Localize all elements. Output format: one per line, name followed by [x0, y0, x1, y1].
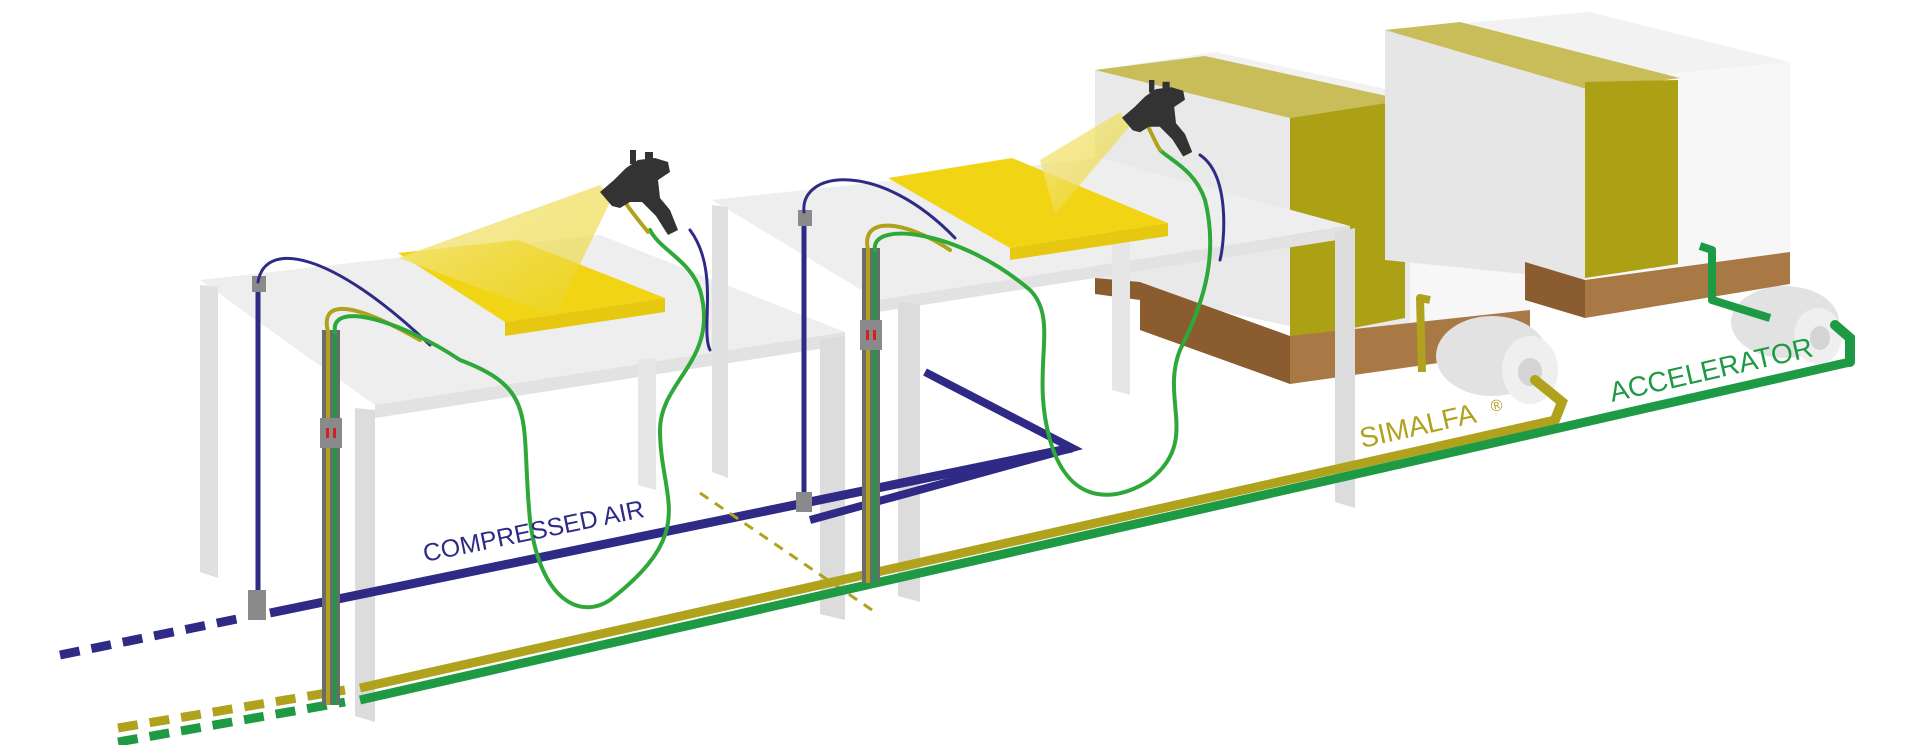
- board-2-top: [888, 158, 1168, 248]
- container-2-band-front: [1585, 80, 1678, 278]
- table-2-leg-back-right: [1112, 238, 1130, 395]
- pipe-simalfa: [117, 294, 1568, 733]
- table-1-leg-back-left: [200, 285, 218, 578]
- container-2-band-top: [1385, 22, 1680, 90]
- container-1-band-left: [1295, 240, 1335, 348]
- riser-2: [796, 210, 882, 583]
- container-2: [1385, 12, 1790, 318]
- pump-accelerator: [1731, 286, 1842, 364]
- table-1-leg-front-right: [820, 336, 845, 620]
- pallet-2-side: [1585, 252, 1790, 318]
- pipe-compressed-air: [59, 214, 1083, 660]
- table-2-leg-front-right: [1335, 228, 1355, 508]
- container-1-band-top: [1095, 56, 1405, 118]
- hoses-station-1: [256, 200, 712, 610]
- board-1-edge: [505, 298, 665, 336]
- container-2-front: [1385, 30, 1585, 280]
- table-1-leg-front-left: [355, 408, 375, 722]
- board-2-edge: [1010, 223, 1168, 260]
- riser-1: [248, 276, 342, 705]
- label-simalfa-trademark: ®: [1489, 397, 1504, 416]
- spray-cone-1: [398, 185, 612, 316]
- table-2-leg-front-left: [898, 302, 920, 602]
- table-1-leg-back-right: [638, 358, 656, 490]
- table-2-leg-back-left: [712, 205, 728, 478]
- pallet-2-front: [1525, 262, 1585, 318]
- pump-simalfa: [1436, 316, 1558, 404]
- spray-gun-icon: [1122, 80, 1193, 157]
- spray-gun-icon: [600, 150, 678, 235]
- pipe-accelerator: [117, 242, 1855, 745]
- pallet-1-front: [1140, 282, 1290, 384]
- table-1: [200, 185, 845, 722]
- spray-cone-2: [1040, 112, 1130, 214]
